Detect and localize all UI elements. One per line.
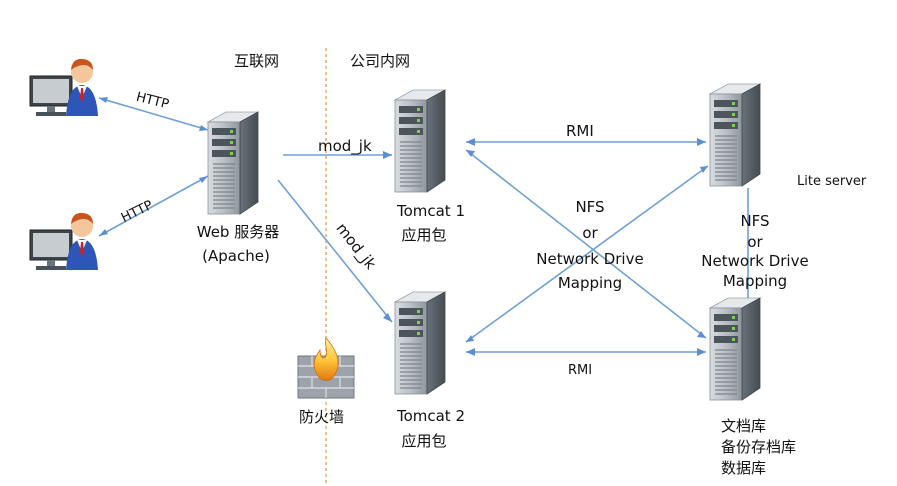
nfs-center-label: NFS or Network Drive Mapping <box>536 198 643 292</box>
svg-text:Network Drive: Network Drive <box>701 252 808 270</box>
web-server-icon <box>207 111 259 215</box>
svg-text:Network Drive: Network Drive <box>536 250 643 268</box>
svg-text:备份存档库: 备份存档库 <box>721 438 796 456</box>
svg-text:应用包: 应用包 <box>401 432 446 450</box>
svg-text:Mapping: Mapping <box>558 274 622 292</box>
tomcat1-server-icon <box>394 89 446 193</box>
user-bottom-icon <box>29 212 99 271</box>
svg-text:Tomcat 1: Tomcat 1 <box>396 202 465 220</box>
tomcat1-label: Tomcat 1 应用包 <box>396 202 465 244</box>
firewall-icon <box>297 337 355 399</box>
svg-text:NFS: NFS <box>740 212 769 230</box>
lite-server-label: Lite server <box>797 174 867 189</box>
firewall-label: 防火墙 <box>299 408 344 426</box>
web-server-label: Web 服务器 (Apache) <box>197 223 279 265</box>
lite-server-icon <box>709 83 761 187</box>
svg-text:Mapping: Mapping <box>723 272 787 290</box>
svg-text:数据库: 数据库 <box>721 459 766 477</box>
mod-jk-top-label: mod_jk <box>318 137 372 156</box>
connectors <box>98 97 752 356</box>
svg-text:NFS: NFS <box>575 198 604 216</box>
tomcat2-lite-link <box>465 165 709 343</box>
zone-internet-label: 互联网 <box>234 52 279 70</box>
tomcat2-label: Tomcat 2 应用包 <box>396 407 465 450</box>
tomcat1-storage-link <box>465 149 707 339</box>
http-top-label: HTTP <box>134 90 170 113</box>
http-bottom-link <box>98 175 209 237</box>
rmi-top-label: RMI <box>566 122 594 140</box>
zone-intranet-label: 公司内网 <box>350 52 410 70</box>
mod-jk-bottom-label: mod_jk <box>332 219 380 273</box>
svg-text:or: or <box>747 233 763 251</box>
svg-text:Web 服务器: Web 服务器 <box>197 223 279 241</box>
nfs-right-label: NFS or Network Drive Mapping <box>701 212 808 290</box>
http-top-link <box>98 97 209 131</box>
svg-text:or: or <box>582 224 598 242</box>
http-bottom-label: HTTP <box>119 198 156 226</box>
rmi-bottom-label: RMI <box>568 363 592 378</box>
mod-jk-bottom-link <box>277 179 393 323</box>
tomcat2-server-icon <box>394 291 446 395</box>
svg-text:(Apache): (Apache) <box>202 247 270 265</box>
user-top-icon <box>29 58 99 117</box>
svg-text:文档库: 文档库 <box>721 417 766 435</box>
svg-text:Tomcat 2: Tomcat 2 <box>396 407 465 425</box>
storage-server-icon <box>709 297 761 401</box>
svg-text:应用包: 应用包 <box>401 226 446 244</box>
storage-label: 文档库 备份存档库 数据库 <box>721 417 796 477</box>
